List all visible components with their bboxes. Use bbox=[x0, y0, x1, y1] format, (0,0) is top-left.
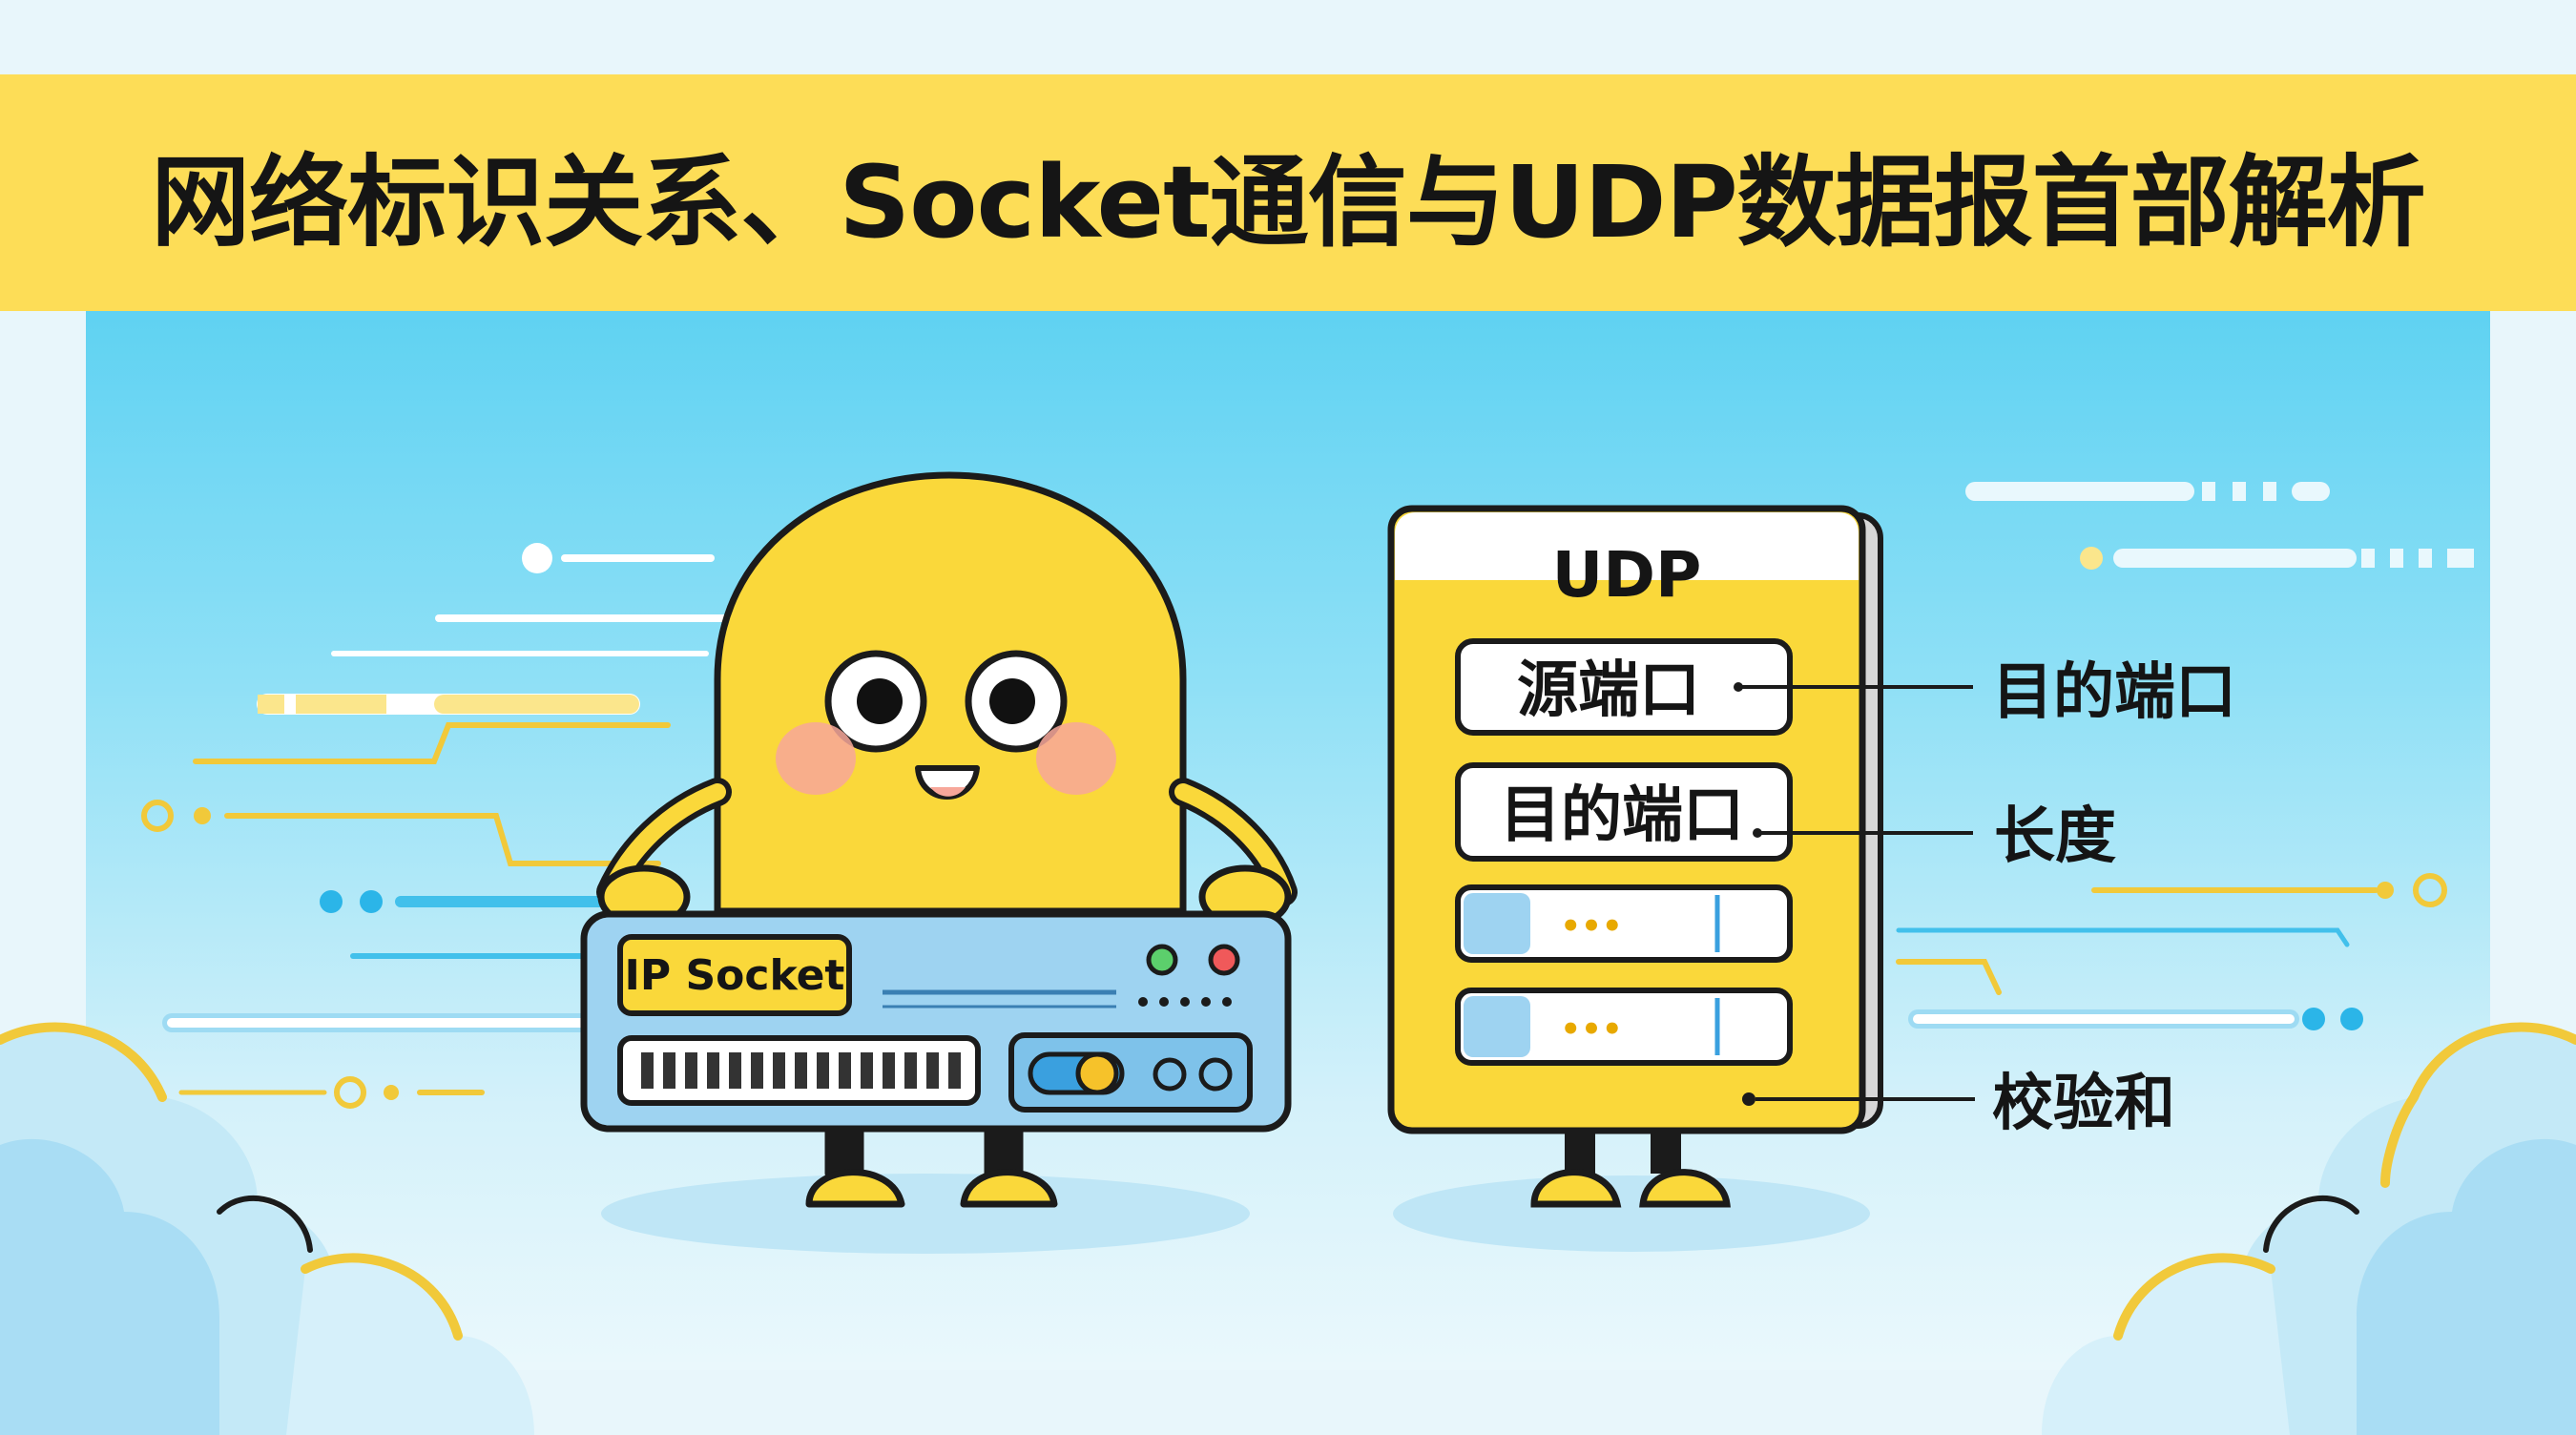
ground-shadow-right bbox=[1393, 1175, 1870, 1252]
callouts: 目的端口 长度 校验和 bbox=[1734, 657, 2236, 1139]
speed-lines-left bbox=[141, 543, 729, 1109]
callout-length: 长度 bbox=[1994, 801, 2116, 872]
cloud-right bbox=[2042, 1022, 2576, 1435]
port-slots bbox=[641, 1052, 961, 1089]
udp-heading: UDP bbox=[1552, 538, 1702, 612]
page-title: 网络标识关系、Socket通信与UDP数据报首部解析 bbox=[151, 143, 2426, 260]
field-label: 目的端口 bbox=[1500, 780, 1744, 851]
callout-dest-port: 目的端口 bbox=[1992, 657, 2236, 728]
callout-checksum: 校验和 bbox=[1992, 1069, 2175, 1139]
field-placeholder bbox=[1455, 884, 1793, 963]
field-label: 源端口 bbox=[1517, 655, 1700, 726]
ellipsis-label: ••• bbox=[1560, 907, 1622, 946]
ip-socket-label: IP Socket bbox=[625, 951, 845, 1000]
field-placeholder bbox=[1455, 988, 1793, 1066]
knob-icon bbox=[1153, 1057, 1187, 1092]
cloud-left bbox=[0, 1022, 534, 1435]
knob-icon bbox=[1198, 1057, 1233, 1092]
ellipsis-label: ••• bbox=[1560, 1010, 1622, 1049]
ground-shadow-left bbox=[601, 1174, 1250, 1254]
udp-card: UDP 源端口 目的端口 ••• ••• bbox=[1387, 505, 1883, 1208]
socket-mascot bbox=[596, 471, 1298, 1208]
title-banner: 网络标识关系、Socket通信与UDP数据报首部解析 bbox=[0, 74, 2576, 311]
ip-socket-box: IP Socket bbox=[580, 910, 1292, 1133]
speed-lines-right bbox=[1896, 482, 2474, 1030]
field-dest-port bbox=[1455, 762, 1793, 862]
status-light-green bbox=[1146, 944, 1178, 976]
status-light-red bbox=[1208, 944, 1240, 976]
vent-dots bbox=[1138, 997, 1232, 1007]
